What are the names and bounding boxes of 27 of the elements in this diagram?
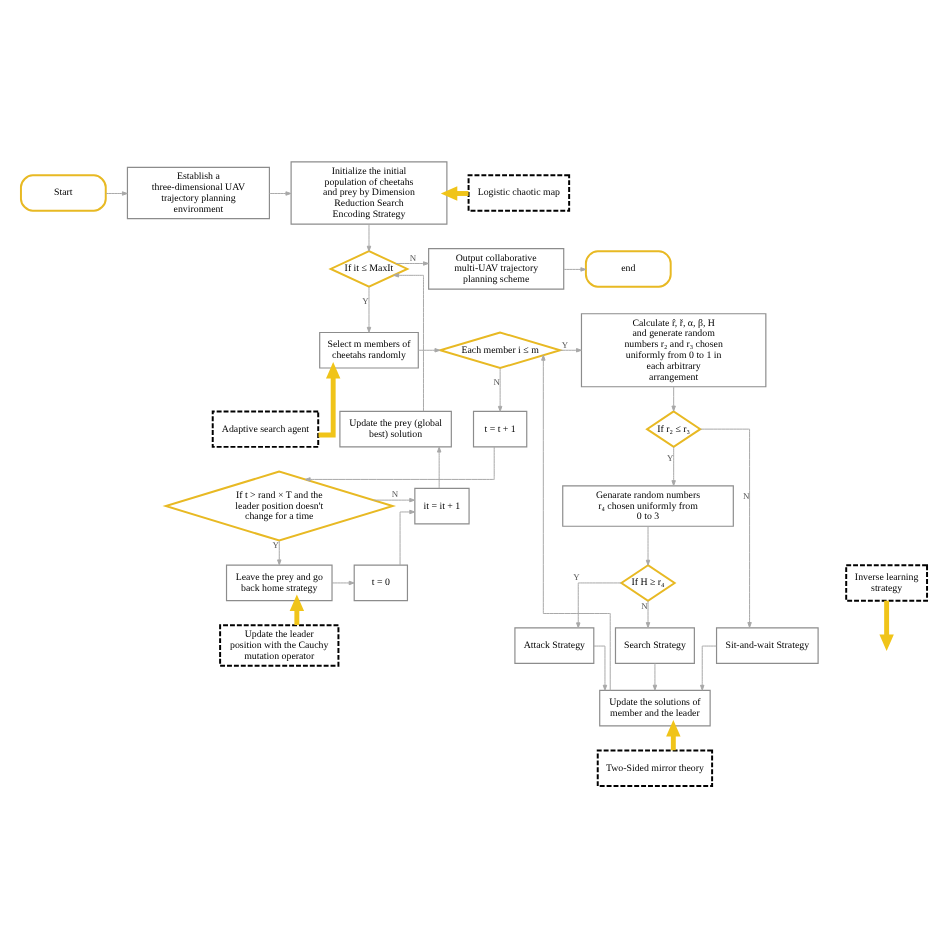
arrow [645, 526, 651, 566]
arrow [331, 580, 355, 586]
arrow [366, 223, 372, 252]
arrow [671, 446, 676, 487]
arrow [269, 191, 292, 196]
arrow [559, 348, 582, 353]
arrow [366, 286, 372, 333]
arrow [700, 645, 717, 691]
arrow [593, 645, 608, 691]
arrow [671, 386, 676, 412]
arrow [645, 600, 651, 628]
arrow [304, 446, 495, 482]
arrow [436, 446, 442, 489]
arrow [576, 582, 622, 629]
arrow [105, 191, 128, 196]
arrow [652, 662, 658, 691]
arrow [563, 267, 587, 272]
arrow [541, 354, 611, 691]
arrow [497, 367, 503, 412]
arrow [399, 509, 416, 566]
arrow [277, 540, 282, 566]
arrow [700, 428, 752, 628]
arrow [879, 600, 894, 652]
arrow [372, 497, 416, 503]
arrow [318, 362, 341, 438]
arrow [393, 273, 424, 412]
arrow [395, 261, 429, 266]
